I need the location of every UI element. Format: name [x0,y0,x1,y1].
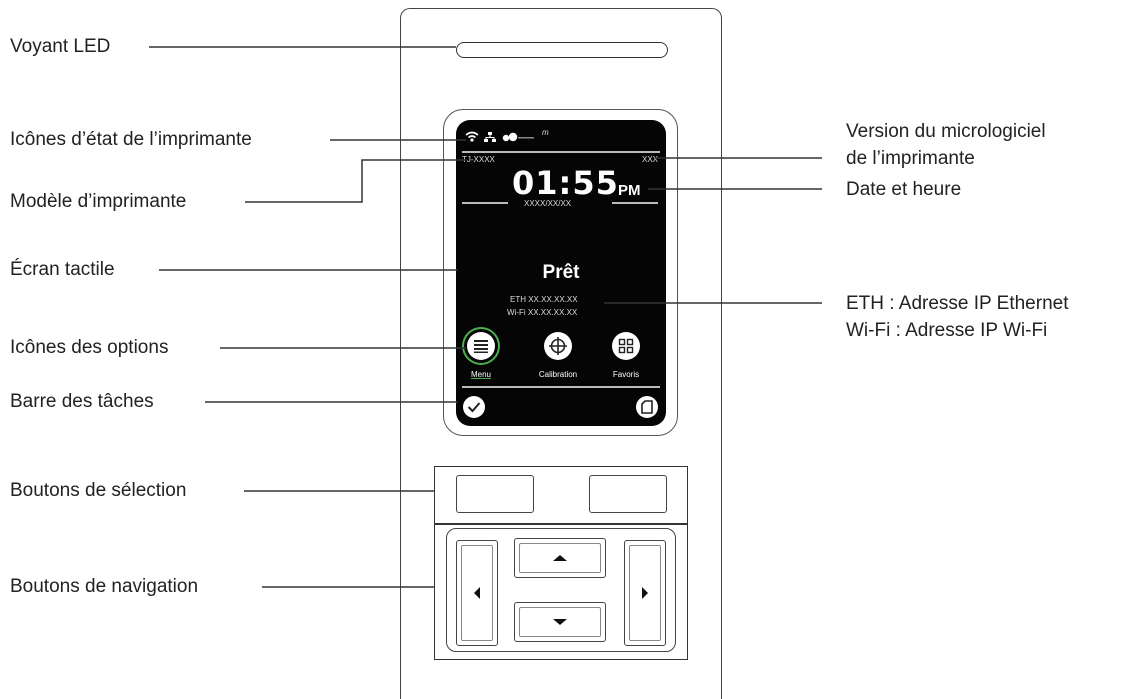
date-right-rule [612,202,658,204]
screen-firmware: XXX [641,155,658,164]
menu-list-icon[interactable] [467,332,495,360]
ribbon-gauge [518,137,534,139]
wifi-icon [465,131,479,139]
right-selection-button[interactable] [589,475,667,513]
arrow-right-icon [642,587,648,599]
label-select-buttons: Boutons de sélection [10,480,187,501]
label-option-icons: Icônes des options [10,337,169,358]
nav-left-button[interactable] [456,540,498,646]
screen-bezel [443,109,678,436]
network-icon [484,132,496,142]
arrow-left-icon [474,587,480,599]
label-model: Modèle d’imprimante [10,191,187,212]
option-calibration-label: Calibration [538,370,578,379]
label-firmware-line1: Version du micrologiciel [846,121,1046,142]
clock-date: XXXX/XX/XX [524,199,572,208]
header-divider [462,151,660,153]
printer-panel [400,8,722,699]
wifi-dot [470,138,474,142]
status-bar-suffix: m [542,128,549,137]
eth-address: ETH XX.XX.XX.XX [510,295,578,304]
taskbar-divider [462,386,660,388]
nav-down-button[interactable] [514,602,606,642]
arrow-down-icon [553,619,567,625]
calibration-crosshair-icon[interactable] [544,332,572,360]
ribbon-icon [502,132,518,142]
label-status-icons: Icônes d’état de l’imprimante [10,129,252,150]
label-led: Voyant LED [10,36,111,57]
label-taskbar: Barre des tâches [10,391,154,412]
printer-status: Prêt [542,262,580,283]
label-wifi: Wi-Fi : Adresse IP Wi-Fi [846,320,1048,341]
option-menu-label: Menu [470,370,491,379]
selection-buttons-group [434,466,688,524]
nav-up-button[interactable] [514,538,606,578]
date-left-rule [462,202,508,204]
leader-model [245,159,466,203]
label-eth: ETH : Adresse IP Ethernet [846,293,1069,314]
label-datetime: Date et heure [846,179,962,200]
label-touchscreen: Écran tactile [10,259,115,280]
label-firmware-line2: de l’imprimante [846,148,975,169]
arrow-up-icon [553,555,567,561]
clock-time: 01:55 [512,164,619,202]
checkmark-icon[interactable] [463,396,485,418]
wifi-address: Wi-Fi XX.XX.XX.XX [507,308,578,317]
printer-status-icons [465,131,534,142]
touchscreen[interactable]: m TJ-XXXX XXX 01:55 PM XXXX/XX/XX Prêt E… [456,120,666,426]
favorites-grid-icon[interactable] [612,332,640,360]
screen-model: TJ-XXXX [462,155,495,164]
sd-card-icon[interactable] [636,396,658,418]
label-nav-buttons: Boutons de navigation [10,576,199,597]
navigation-buttons-group [434,524,688,660]
nav-right-button[interactable] [624,540,666,646]
option-favorites-label: Favoris [612,370,640,379]
clock-ampm: PM [618,182,641,199]
led-indicator [456,42,668,58]
left-selection-button[interactable] [456,475,534,513]
